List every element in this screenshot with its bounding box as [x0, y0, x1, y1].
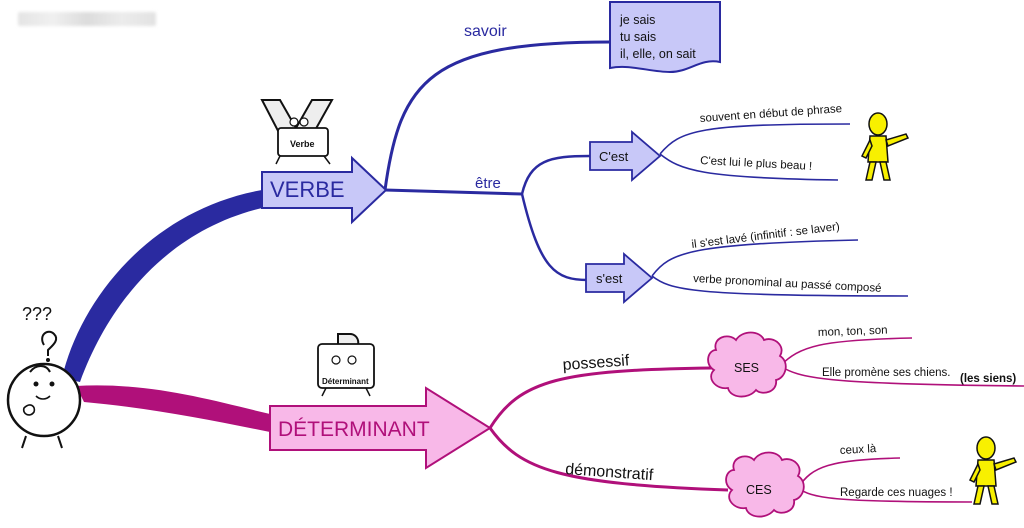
ses-note-2-bold: (les siens)	[960, 373, 1016, 385]
question-marks: ???	[22, 304, 52, 324]
sest-note-line-1	[651, 239, 859, 277]
determinant-mascot-caption: Déterminant	[322, 377, 369, 386]
ces-label: CES	[746, 483, 772, 497]
ses-note-2: Elle promène ses chiens.	[822, 367, 950, 379]
verbe-mascot: Verbe	[260, 99, 334, 165]
savoir-document: je sais tu sais il, elle, on sait	[609, 1, 721, 74]
savoir-line-2: tu sais	[620, 30, 656, 44]
etre-branch	[384, 188, 523, 196]
sest-label: s'est	[596, 271, 623, 286]
ses-cloud: SES	[707, 331, 787, 398]
pointing-figure-top	[860, 112, 910, 181]
sest-node: s'est	[585, 252, 654, 304]
pointing-figure-bottom	[968, 436, 1018, 505]
ces-cloud: CES	[725, 451, 805, 518]
sest-note-1: il s'est lavé (infinitif : se laver)	[691, 221, 841, 251]
etre-label: être	[475, 175, 501, 192]
cest-node: C'est	[589, 130, 662, 182]
savoir-line-3: il, elle, on sait	[620, 47, 696, 61]
savoir-branch	[383, 40, 611, 191]
thinking-character	[6, 330, 82, 449]
verbe-label: VERBE	[270, 177, 345, 202]
sest-note-2: verbe pronominal au passé composé	[693, 273, 882, 295]
sest-branch	[520, 193, 589, 282]
cest-note-line-2	[659, 153, 839, 181]
verbe-main-branch	[62, 190, 262, 382]
determinant-label: DÉTERMINANT	[278, 418, 430, 441]
determinant-node: DÉTERMINANT	[269, 386, 492, 470]
ses-note-1: mon, ton, son	[818, 325, 888, 339]
ces-note-1: ceux là	[840, 443, 878, 457]
cest-branch	[520, 154, 591, 195]
blurred-caption	[18, 12, 156, 26]
ces-note-line-1	[797, 457, 901, 489]
ces-note-2: Regarde ces nuages !	[840, 487, 953, 499]
possessif-label: possessif	[562, 352, 630, 374]
verbe-node: VERBE	[261, 155, 388, 225]
verbe-mascot-caption: Verbe	[290, 139, 315, 149]
possessif-branch	[488, 366, 713, 429]
determinant-main-branch	[76, 385, 270, 432]
ses-note-line-1	[779, 337, 913, 367]
determinant-mascot: Déterminant	[317, 333, 375, 397]
ses-note-line-2	[779, 365, 1024, 387]
sest-note-line-2	[651, 275, 909, 297]
savoir-label: savoir	[464, 23, 507, 40]
ses-label: SES	[734, 361, 759, 375]
cest-label: C'est	[599, 149, 629, 164]
demonstratif-branch	[488, 427, 729, 492]
demonstratif-label: démonstratif	[565, 461, 655, 484]
savoir-line-1: je sais	[619, 13, 655, 27]
cest-note-line-1	[659, 123, 851, 155]
cest-note-2: C'est lui le plus beau !	[700, 155, 813, 173]
cest-note-1: souvent en début de phrase	[699, 103, 842, 125]
